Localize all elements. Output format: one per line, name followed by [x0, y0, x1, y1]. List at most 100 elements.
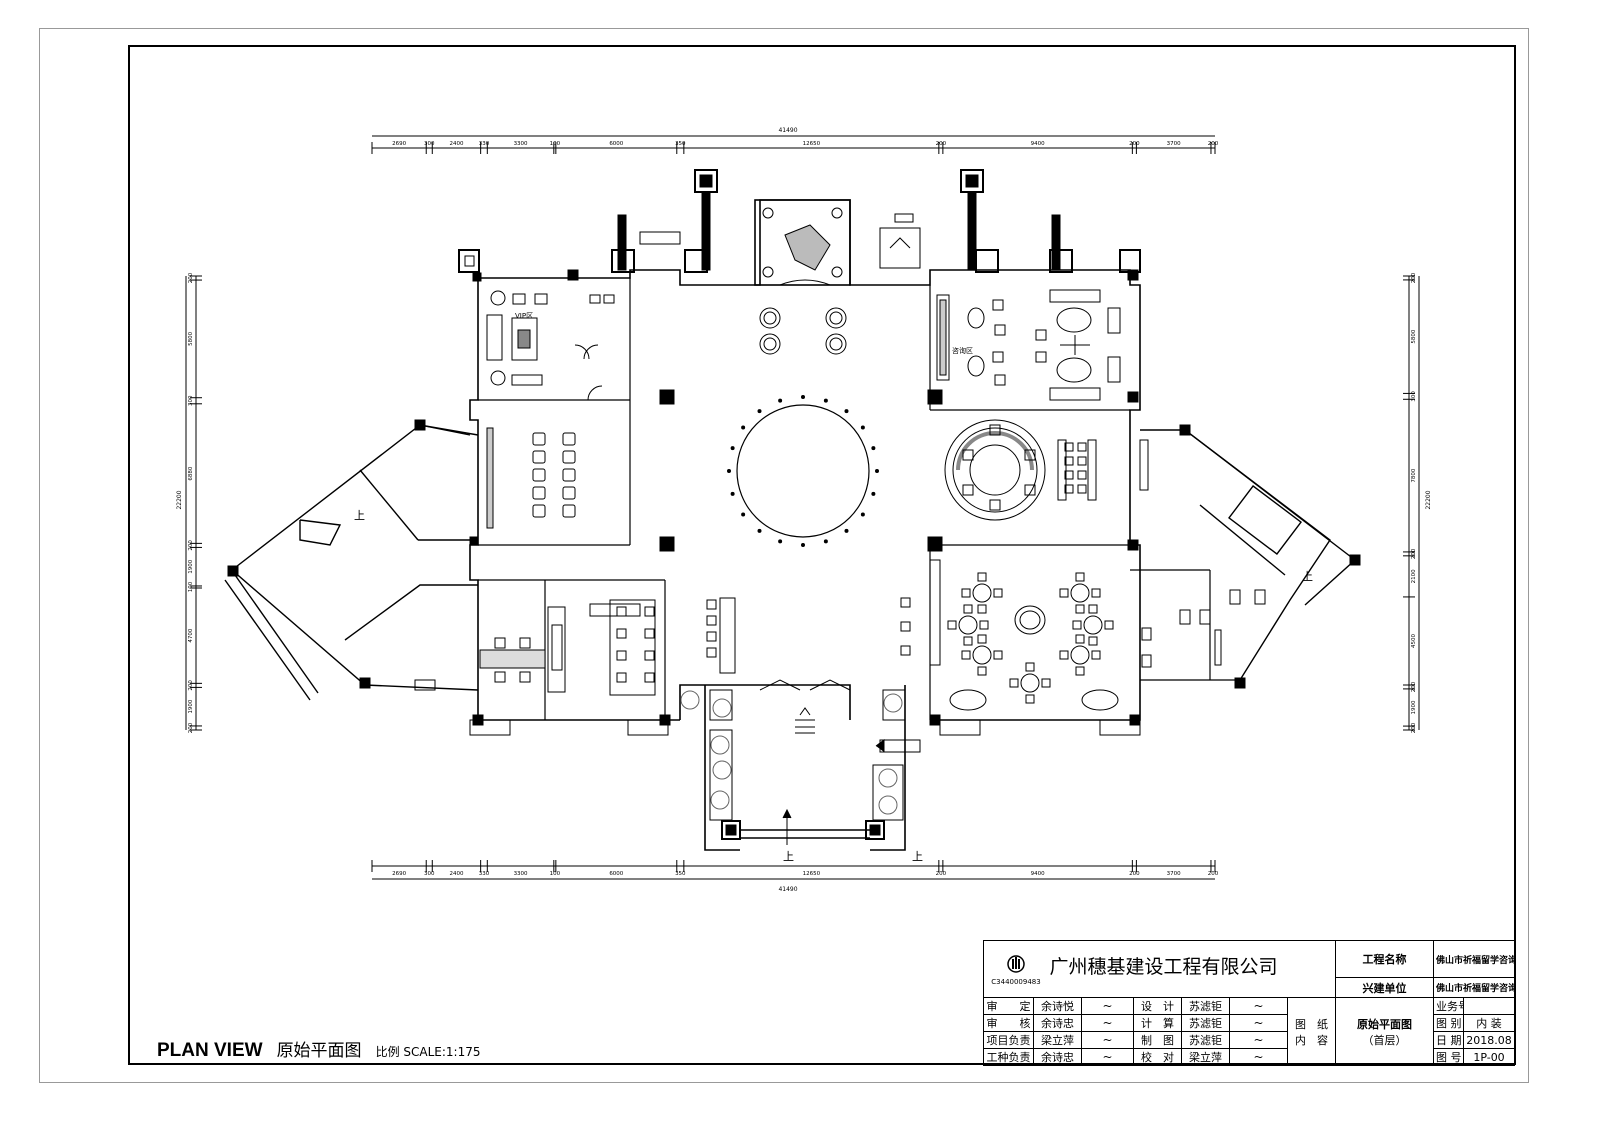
lounge-furniture: [929, 559, 1119, 711]
dimension-label: 4700: [188, 628, 194, 642]
signature-drafting: ~: [1229, 1031, 1288, 1049]
booth-stool: [1077, 442, 1087, 452]
up-label-entry-right: 上: [912, 850, 923, 863]
bar-counter: [706, 597, 911, 674]
column-dot: [823, 539, 828, 544]
lounge-chair: [977, 666, 987, 676]
booth-stool: [1077, 470, 1087, 480]
lounge-chair: [947, 620, 957, 630]
lounge-chair: [1104, 620, 1114, 630]
dimension-label: 5800: [188, 331, 194, 345]
room-label-consult: 咨询区: [952, 346, 973, 355]
lounge-chair: [977, 572, 987, 582]
consult-zone-furniture: [936, 289, 1121, 401]
dimension-label: 200: [936, 141, 947, 147]
role-review: 审 核: [983, 1014, 1034, 1032]
dimension-label: 2100: [1411, 569, 1417, 583]
lounge-chair: [1091, 588, 1101, 598]
name-check: 梁立萍: [1181, 1048, 1230, 1066]
column-dot: [875, 469, 879, 473]
booth-stool: [1064, 470, 1074, 480]
drawing-title-cell: 原始平面图 （首层）: [1335, 997, 1434, 1066]
column-dot: [727, 469, 731, 473]
project-value: 佛山市祈福留学咨询有限公司装修工程: [1432, 940, 1516, 978]
meeting-seat: [532, 468, 546, 482]
dimension-label: 3300: [514, 141, 528, 147]
column-dot: [730, 446, 735, 451]
signature-approve: ~: [1081, 997, 1134, 1015]
lounge-chair: [961, 588, 971, 598]
caption-scale: 比例 SCALE:1:175: [375, 1045, 481, 1059]
training-chair: [616, 672, 627, 683]
dimension-label: 300: [424, 141, 435, 147]
facade-pillars: [458, 169, 1141, 273]
dimension-label: 2400: [449, 871, 463, 877]
room-label-vip: VIP区: [515, 312, 533, 320]
lounge-chair: [1025, 662, 1035, 672]
signature-design: ~: [1229, 997, 1288, 1015]
building-outline: [469, 199, 1141, 851]
role-approve: 审 定: [983, 997, 1034, 1015]
dimension-label: 2690: [392, 871, 406, 877]
planter-boxes: [680, 690, 903, 815]
dimension-label: 200: [936, 871, 947, 877]
dimension-label: 6000: [609, 871, 623, 877]
dimension-label: 100: [550, 871, 561, 877]
lounge-chair: [1072, 620, 1082, 630]
lounge-chair: [963, 604, 973, 614]
entry-pavilion: [754, 199, 851, 286]
company-name: 广州穗基建设工程有限公司: [1049, 956, 1278, 979]
training-chair: [616, 628, 627, 639]
booth-chair: [962, 449, 974, 461]
category-value: 内 装: [1462, 1014, 1516, 1032]
job-no-value: [1462, 997, 1516, 1015]
lounge-table: [1070, 583, 1090, 603]
drawing-subtitle: （首层）: [1362, 1033, 1407, 1047]
dimension-label: 200: [1208, 141, 1219, 147]
column-dot: [757, 409, 762, 414]
signature-review: ~: [1081, 1014, 1134, 1032]
name-drafting: 苏滤钜: [1181, 1031, 1230, 1049]
training-chair: [644, 606, 655, 617]
lower-left-rooms: [479, 599, 656, 696]
booth-chair: [962, 484, 974, 496]
training-chair: [616, 606, 627, 617]
lounge-chair: [1075, 666, 1085, 676]
overall-height-left: 22200: [176, 490, 183, 509]
caption-title-cn: 原始平面图: [276, 1041, 362, 1061]
lounge-chair: [1075, 634, 1085, 644]
lounge-chair: [1088, 636, 1098, 646]
lounge-chair: [1025, 694, 1035, 704]
role-design: 设 计: [1133, 997, 1182, 1015]
training-chair: [644, 672, 655, 683]
dimension-label: 100: [188, 581, 194, 592]
dimension-label: 300: [424, 871, 435, 877]
overall-height-right: 22200: [1425, 490, 1432, 509]
meeting-seat: [562, 468, 576, 482]
column-dot: [844, 528, 849, 533]
lounge-chair: [993, 588, 1003, 598]
dimension-label: 350: [675, 141, 686, 147]
meeting-seat: [532, 486, 546, 500]
columns: [227, 269, 1361, 726]
entry-columns: [414, 679, 1141, 840]
dimension-label: 3300: [514, 871, 528, 877]
drawing-no-label: 图 号: [1433, 1048, 1464, 1066]
sheet-outer-border: [39, 28, 1529, 1083]
right-wing: [1140, 429, 1357, 681]
dimension-label: 9400: [1031, 141, 1045, 147]
name-design: 苏滤钜: [1181, 997, 1230, 1015]
title-block: C3440009483 广州穗基建设工程有限公司 工程名称 佛山市祈福留学咨询有…: [983, 940, 1516, 1066]
logo-code: C3440009483: [991, 977, 1041, 986]
client-value: 佛山市祈福留学咨询有限公司: [1432, 977, 1516, 998]
dimension-label: 300: [188, 395, 194, 406]
lounge-chair: [977, 604, 987, 614]
dimension-label: 330: [479, 141, 490, 147]
dimension-label: 4500: [1411, 633, 1417, 647]
column-dot: [860, 425, 865, 430]
column-dot: [871, 491, 876, 496]
dimension-label: 350: [675, 871, 686, 877]
dimension-label: 6880: [188, 466, 194, 480]
